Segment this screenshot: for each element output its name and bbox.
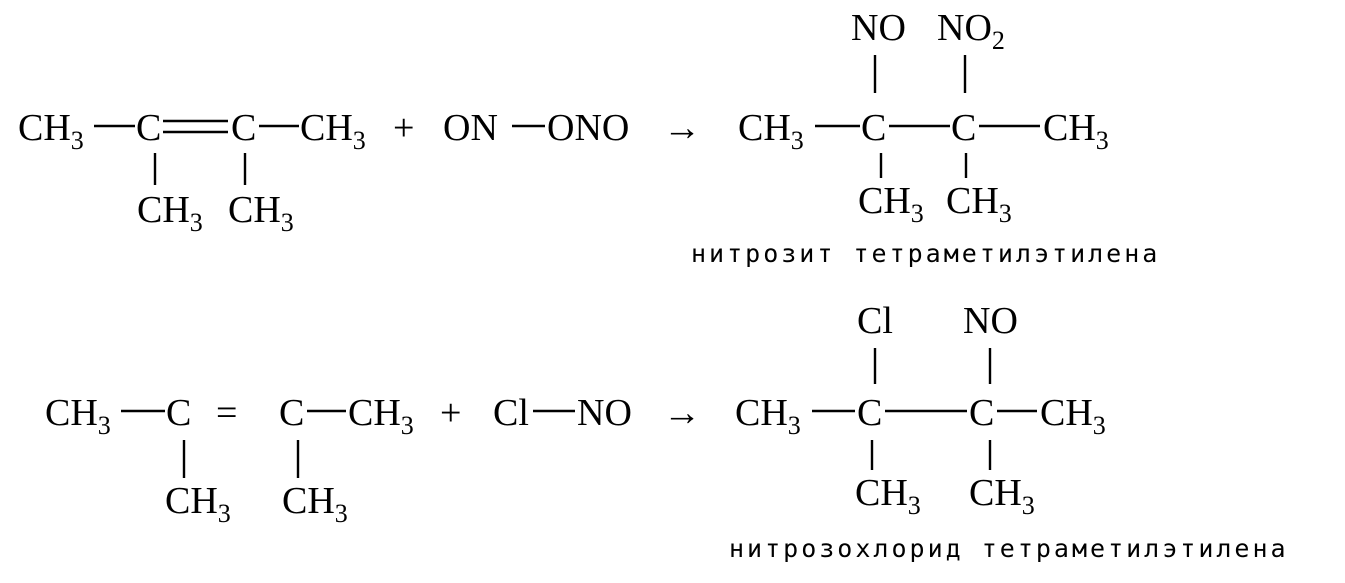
reagent-dinitrogen-trioxide: ON ONO xyxy=(443,107,629,149)
ch3-group: CH3 xyxy=(1040,392,1106,440)
carbon-atom: C xyxy=(951,107,976,149)
methyl-substituent: CH3 xyxy=(137,189,203,237)
nitroso-group: NO xyxy=(963,300,1018,342)
product-nitrosochloride: CH3 C C CH3 Cl NO CH3 CH3 нитрозохлорид … xyxy=(729,300,1289,563)
ch3-group: CH3 xyxy=(348,392,414,440)
methyl-substituent: CH3 xyxy=(969,472,1035,520)
ch3-group: CH3 xyxy=(1043,107,1109,155)
reagent-left: ON xyxy=(443,107,498,149)
plus-sign: + xyxy=(440,392,461,434)
carbon-atom: C xyxy=(969,392,994,434)
nitro-group: NO2 xyxy=(937,7,1005,55)
methyl-substituent: CH3 xyxy=(946,180,1012,228)
reagent-right: NO xyxy=(577,392,632,434)
product-nitrosite: CH3 C C CH3 NO NO2 CH3 CH3 нитрозит тетр… xyxy=(691,7,1160,268)
methyl-substituent: CH3 xyxy=(165,480,231,528)
reagent-right: ONO xyxy=(547,107,629,149)
reaction-arrow: → xyxy=(663,107,701,149)
chlorine-atom: Cl xyxy=(857,300,893,342)
carbon-atom: C xyxy=(231,107,256,149)
ch3-group: CH3 xyxy=(738,107,804,155)
ch3-group: CH3 xyxy=(45,392,111,440)
reaction-1: CH3 C C CH3 CH3 CH3 + ON ONO → CH3 C xyxy=(18,7,1160,268)
carbon-atom: C xyxy=(279,392,304,434)
product-caption: нитрозохлорид тетраметилэтилена xyxy=(729,534,1289,563)
carbon-atom: C xyxy=(857,392,882,434)
nitroso-group: NO xyxy=(851,7,906,49)
methyl-substituent: CH3 xyxy=(282,480,348,528)
methyl-substituent: CH3 xyxy=(858,180,924,228)
reaction-arrow: → xyxy=(663,392,701,434)
carbon-atom: C xyxy=(166,392,191,434)
double-bond-equals: = xyxy=(216,392,237,434)
carbon-atom: C xyxy=(136,107,161,149)
reaction-2: CH3 C = C CH3 CH3 CH3 + Cl NO → CH3 C C xyxy=(45,300,1289,563)
product-caption: нитрозит тетраметилэтилена xyxy=(691,239,1160,268)
carbon-atom: C xyxy=(861,107,886,149)
reactant-1-tetramethylethylene: CH3 C C CH3 CH3 CH3 xyxy=(18,107,366,237)
ch3-group: CH3 xyxy=(300,107,366,155)
ch3-group: CH3 xyxy=(18,107,84,155)
methyl-substituent: CH3 xyxy=(855,472,921,520)
reagent-left: Cl xyxy=(493,392,529,434)
methyl-substituent: CH3 xyxy=(228,189,294,237)
plus-sign: + xyxy=(393,107,414,149)
reagent-nitrosyl-chloride: Cl NO xyxy=(493,392,632,434)
ch3-group: CH3 xyxy=(735,392,801,440)
reactant-2-tetramethylethylene: CH3 C = C CH3 CH3 CH3 xyxy=(45,392,414,528)
